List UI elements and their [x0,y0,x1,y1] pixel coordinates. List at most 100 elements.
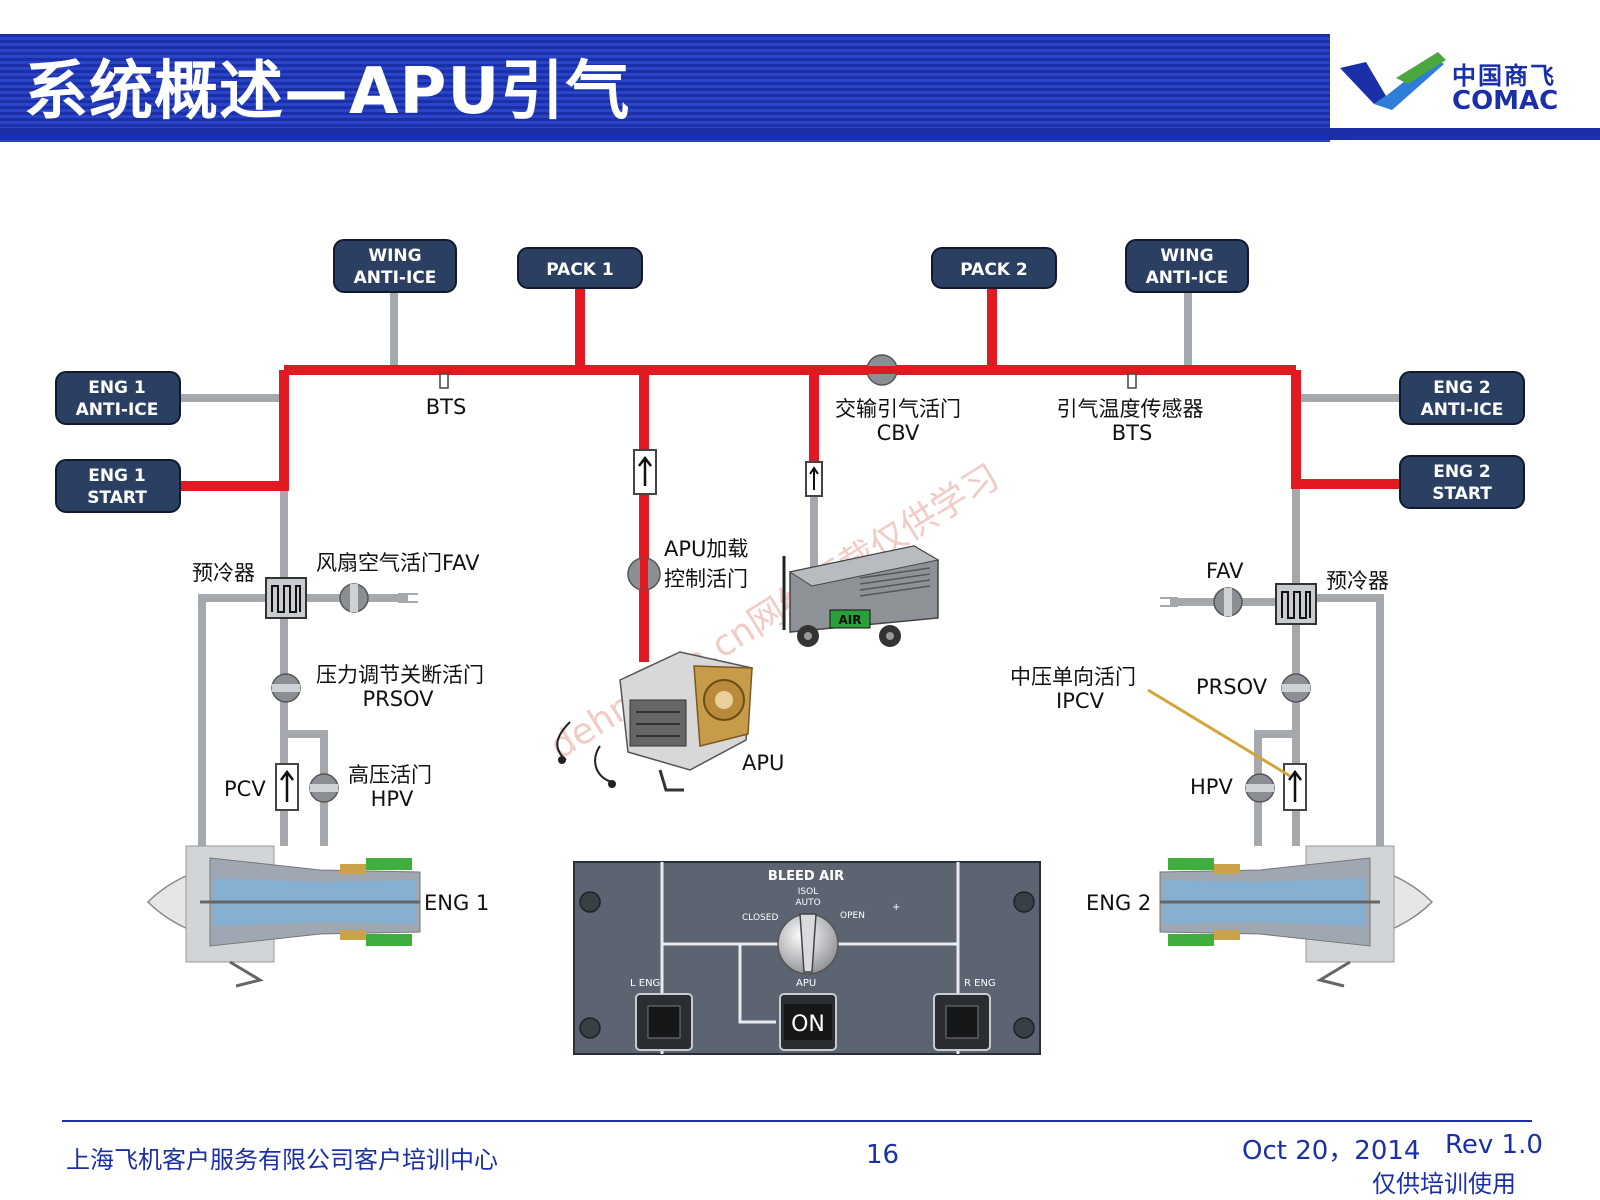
label-prsov-right: PRSOV [1196,675,1268,699]
fav-vent-marks [398,593,1178,607]
panel-r-eng-label: R ENG [964,978,996,989]
page-title: 系统概述—APU引气 [24,55,631,129]
label-fav-right: FAV [1206,559,1244,583]
apu-unit-icon [556,651,753,792]
svg-text:ENG 2: ENG 2 [1433,378,1491,398]
svg-text:PACK 1: PACK 1 [546,260,613,280]
fav-left-valve-icon [339,583,369,613]
r-eng-bleed-button[interactable] [933,993,991,1051]
label-hpv-right: HPV [1190,775,1233,799]
bleed-air-panel: BLEED AIR ISOL AUTO CLOSED OPEN + L ENG … [573,861,1041,1055]
panel-l-eng-label: L ENG [630,978,660,989]
cart-check-valve-icon [805,461,823,497]
panel-open-label: OPEN [840,911,865,921]
precooler-right-icon [1275,583,1317,625]
comac-logo-icon [1340,52,1446,110]
label-bts-right-cn: 引气温度传感器 [1057,397,1204,421]
label-eng2: ENG 2 [1086,891,1151,915]
label-hpv-left-cn: 高压活门 [348,763,432,787]
duct-right-precooler-loop [1312,594,1384,846]
bleed-air-ducts [180,288,1400,662]
label-eng1: ENG 1 [424,891,489,915]
apu-load-control-valve-icon [627,557,661,591]
duct-eng2-start [1291,370,1400,489]
svg-text:START: START [87,488,147,508]
panel-title: BLEED AIR [768,869,844,884]
footer-date: Oct 20，2014 [1242,1136,1421,1166]
label-cbv: CBV [877,421,920,445]
ipcv-valve-icon [1283,763,1307,811]
ipcv-leader-line [1147,688,1291,778]
hpv-left-valve-icon [309,773,339,803]
label-prsov-left: PRSOV [362,687,434,711]
box-eng1-anti-ice: ENG 1 ANTI-ICE [55,371,181,425]
svg-text:ENG 1: ENG 1 [88,466,146,486]
box-wing-anti-ice-right: WING ANTI-ICE [1125,239,1249,293]
footer-training-note: 仅供培训使用 [1372,1170,1516,1198]
label-ipcv: IPCV [1056,689,1105,713]
panel-auto-label: AUTO [795,898,820,908]
box-eng1-start: ENG 1 START [55,459,181,513]
label-precooler-left: 预冷器 [192,561,255,585]
svg-text:PACK 2: PACK 2 [960,260,1027,280]
label-ipcv-cn: 中压单向活门 [1010,665,1136,689]
l-eng-bleed-button[interactable] [635,993,693,1051]
svg-text:ANTI-ICE: ANTI-ICE [1421,400,1504,420]
footer-page-number: 16 [866,1140,900,1170]
fav-right-valve-icon [1213,587,1243,617]
header-bar [0,34,1330,142]
label-precooler-right: 预冷器 [1326,569,1389,593]
duct-left-precooler-loop [198,594,268,846]
label-bts-right: BTS [1112,421,1153,445]
label-hpv-left: HPV [371,787,414,811]
logo-english-text: COMAC [1452,86,1559,116]
svg-text:ENG 1: ENG 1 [88,378,146,398]
svg-text:ANTI-ICE: ANTI-ICE [76,400,159,420]
precooler-left-icon [265,577,307,619]
bts-sensor-right [1127,373,1137,389]
prsov-left-valve-icon [271,673,301,703]
engine-2-icon [1159,845,1434,988]
air-cart-label: AIR [839,613,862,627]
cbv-valve-icon [866,354,898,386]
box-eng2-anti-ice: ENG 2 ANTI-ICE [1399,371,1525,425]
svg-text:ENG 2: ENG 2 [1433,462,1491,482]
logo-chinese-text: 中国商飞 [1452,62,1556,90]
footer-rule [62,1120,1532,1122]
footer-revision: Rev 1.0 [1445,1130,1543,1160]
comac-logo: 中国商飞 COMAC [1334,38,1600,128]
svg-text:ANTI-ICE: ANTI-ICE [354,268,437,288]
box-wing-anti-ice-left: WING ANTI-ICE [333,239,457,293]
svg-text:START: START [1432,484,1492,504]
apu-check-valve-icon [633,449,657,495]
label-pcv: PCV [224,777,266,801]
pcv-valve-icon [275,763,299,811]
box-pack1: PACK 1 [517,247,643,289]
hpv-right-valve-icon [1245,773,1275,803]
label-cbv-cn: 交输引气活门 [835,397,961,421]
duct-eng1-start [180,370,289,491]
svg-text:WING: WING [1160,246,1213,266]
panel-isol-label: ISOL [798,887,818,897]
duct-right-hpv [1254,730,1296,846]
apu-bleed-on-legend: ON [791,1012,825,1037]
panel-apu-label: APU [796,978,816,989]
label-apu: APU [742,751,784,775]
panel-closed-label: CLOSED [742,913,778,923]
bts-sensor-left [439,373,449,389]
box-pack2: PACK 2 [931,247,1057,289]
svg-text:WING: WING [368,246,421,266]
apu-bleed-button[interactable]: ON [779,993,837,1051]
header-underline [0,128,1600,140]
label-bts-left: BTS [426,395,467,419]
label-fav-left: 风扇空气活门FAV [316,551,480,575]
prsov-right-valve-icon [1281,673,1311,703]
engine-1-icon [146,845,421,988]
isolation-selector-knob[interactable] [777,913,839,975]
label-apu-load-2: 控制活门 [664,567,748,591]
panel-plus-mark: + [892,902,900,913]
label-prsov-left-cn: 压力调节关断活门 [316,663,484,687]
footer-organization: 上海飞机客户服务有限公司客户培训中心 [66,1146,498,1174]
ground-air-cart-icon: AIR [782,545,940,647]
